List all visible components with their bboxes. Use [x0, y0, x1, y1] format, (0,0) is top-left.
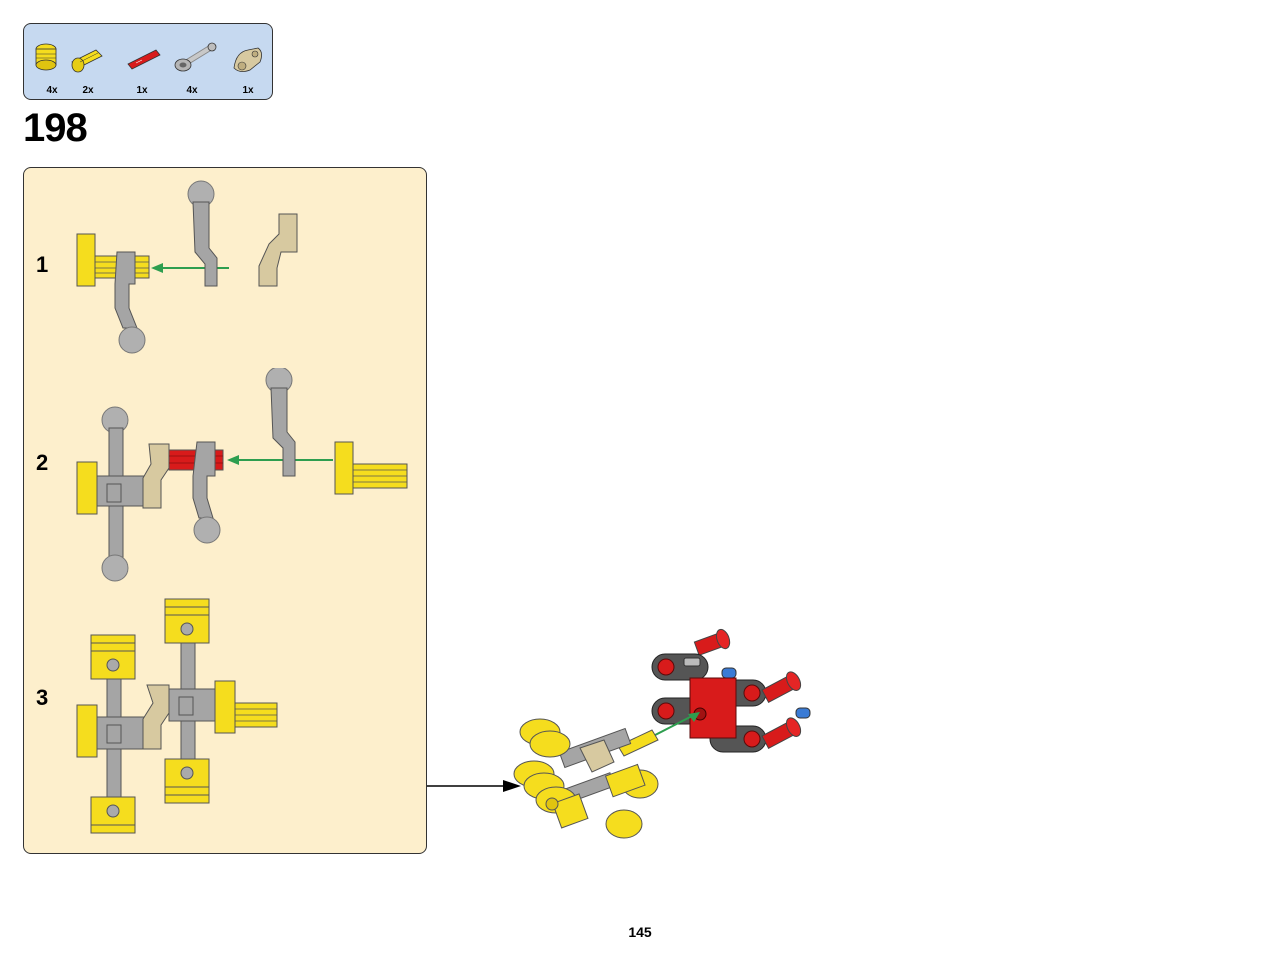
red-axle-pin-icon — [127, 49, 161, 70]
part-item: 4x — [32, 38, 72, 96]
part-qty: 2x — [82, 85, 94, 96]
step-number: 198 — [23, 106, 88, 150]
tan-crank-connector-icon — [233, 47, 262, 72]
red-frame-assembly — [651, 628, 811, 753]
crankshaft-assembly — [513, 718, 659, 839]
substep-1-illustration — [76, 180, 298, 354]
page-number: 145 — [628, 924, 652, 940]
yellow-axle-pin-icon — [71, 49, 103, 73]
substep-2-illustration — [76, 368, 408, 582]
substep-label: 1 — [36, 252, 49, 277]
part-qty: 1x — [136, 85, 148, 96]
part-qty: 4x — [46, 85, 58, 96]
main-model-illustration — [513, 628, 811, 839]
substeps-panel: 1 2 — [23, 167, 427, 854]
yellow-piston-icon — [35, 43, 57, 71]
substep-3-illustration — [76, 598, 278, 834]
parts-list-box: 4x 2x 1x 4x 1x — [23, 23, 273, 100]
part-item: 2x — [68, 38, 108, 96]
part-item: 1x — [122, 38, 162, 96]
gray-piston-rod-icon — [174, 42, 217, 72]
substep-label: 2 — [36, 450, 49, 475]
part-qty: 4x — [186, 85, 198, 96]
substep-to-main-arrow — [427, 780, 521, 792]
part-qty: 1x — [242, 85, 254, 96]
part-item: 1x — [228, 38, 268, 96]
substep-label: 3 — [36, 685, 49, 710]
part-item: 4x — [172, 38, 217, 96]
